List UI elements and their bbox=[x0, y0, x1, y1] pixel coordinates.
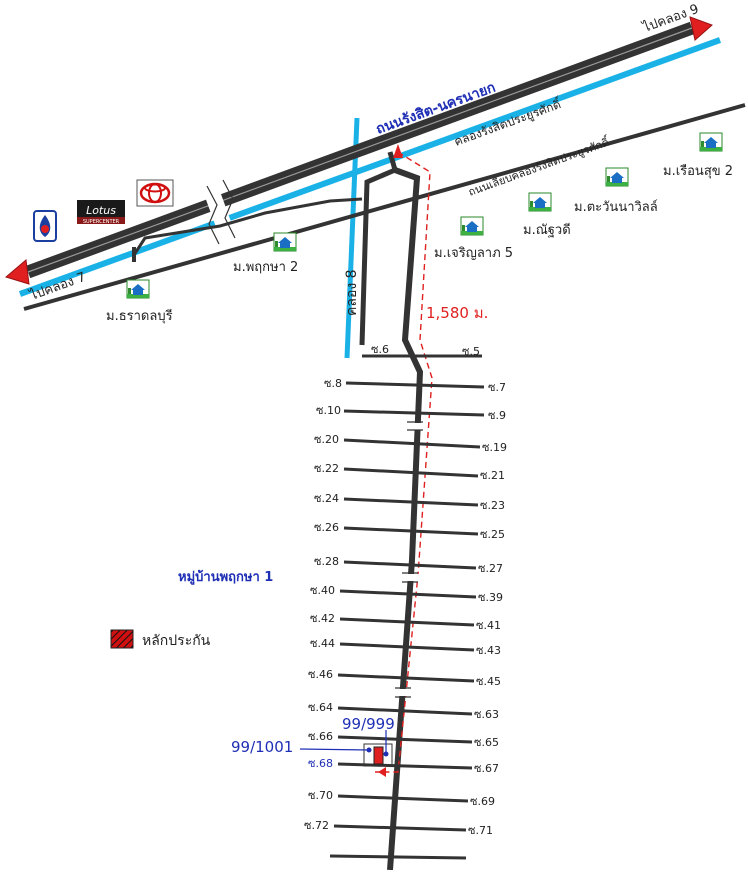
soi-label: ซ.69 bbox=[470, 795, 495, 808]
house-icon bbox=[699, 132, 723, 152]
soi-label: ซ.23 bbox=[480, 499, 505, 512]
soi-label: ซ.10 bbox=[316, 404, 341, 417]
ptt-logo-icon bbox=[33, 210, 57, 242]
soi-label: ซ.67 bbox=[474, 762, 499, 775]
soi-label: ซ.6 bbox=[371, 343, 389, 356]
house-icon bbox=[605, 167, 629, 187]
soi-label: ซ.65 bbox=[474, 736, 499, 749]
village-nanthi: ม.ณัฐวดี bbox=[523, 222, 571, 238]
soi-label: ซ.21 bbox=[480, 469, 505, 482]
point-left-icon bbox=[366, 747, 372, 753]
soi-label: ซ.64 bbox=[308, 701, 333, 714]
legend: หลักประกัน bbox=[110, 629, 211, 649]
address-left: 99/1001 bbox=[231, 738, 293, 756]
soi-label: ซ.46 bbox=[308, 668, 333, 681]
legend-swatch-icon bbox=[110, 629, 134, 649]
point-right-icon bbox=[383, 751, 389, 757]
main-road bbox=[359, 151, 398, 346]
village-thara: ม.ธราดลบุรี bbox=[106, 308, 173, 324]
soi-label: ซ.43 bbox=[476, 644, 501, 657]
soi-label: ซ.26 bbox=[314, 521, 339, 534]
soi-label: ซ.8 bbox=[324, 377, 342, 390]
soi-label: ซ.70 bbox=[308, 789, 333, 802]
legend-label: หลักประกัน bbox=[142, 633, 211, 649]
route-arrow-icon bbox=[393, 144, 403, 158]
pruksa2-road bbox=[132, 197, 363, 256]
road-break-icon bbox=[201, 179, 237, 245]
house-icon bbox=[460, 216, 484, 236]
village-ruen-suk: ม.เรือนสุข 2 bbox=[663, 163, 733, 179]
canal-line bbox=[18, 37, 722, 297]
soi-label: ซ.22 bbox=[314, 462, 339, 475]
route-line bbox=[375, 151, 433, 773]
soi-label: ซ.42 bbox=[310, 612, 335, 625]
toyota-logo-icon bbox=[136, 179, 174, 207]
address-right: 99/999 bbox=[342, 715, 395, 733]
soi-label: ซ.45 bbox=[476, 675, 501, 688]
soi-label: ซ.20 bbox=[314, 433, 339, 446]
lotus-logo-text: Lotus bbox=[86, 204, 116, 217]
soi-label: ซ.7 bbox=[488, 381, 506, 394]
soi-label: ซ.25 bbox=[480, 528, 505, 541]
soi-label: ซ.19 bbox=[482, 441, 507, 454]
soi-label: ซ.5 bbox=[462, 345, 480, 358]
soi-lines bbox=[329, 354, 485, 860]
soi-label: ซ.71 bbox=[468, 824, 493, 837]
soi-label: ซ.27 bbox=[478, 562, 503, 575]
label-khlong8: คลอง 8 bbox=[344, 269, 360, 316]
route-end-arrow-icon bbox=[378, 767, 386, 777]
label-distance: 1,580 ม. bbox=[426, 304, 488, 322]
label-side-road: ถนนเลียบคลองรังสิตประยูรศักดิ์ bbox=[466, 133, 612, 199]
soi-label: ซ.40 bbox=[310, 584, 335, 597]
house-icon bbox=[528, 192, 552, 212]
house-icon bbox=[273, 232, 297, 252]
soi-label: ซ.44 bbox=[310, 637, 335, 650]
village-tawan: ม.ตะวันนาวิลล์ bbox=[574, 199, 658, 215]
pointer-left bbox=[299, 748, 369, 751]
soi-label: ซ.41 bbox=[476, 619, 501, 632]
highway-center-line bbox=[27, 27, 693, 273]
village-main: หมู่บ้านพฤกษา 1 bbox=[178, 569, 273, 585]
soi-label: ซ.28 bbox=[314, 555, 339, 568]
side-road bbox=[23, 103, 746, 311]
road-break-marks bbox=[394, 421, 424, 698]
lotus-logo-subtext: SUPERCENTER bbox=[83, 219, 120, 225]
soi-label: ซ.68 bbox=[308, 757, 333, 770]
lotus-logo-icon: Lotus SUPERCENTER bbox=[77, 200, 125, 225]
soi-label: ซ.66 bbox=[308, 730, 333, 743]
house-icon bbox=[126, 279, 150, 299]
soi-label: ซ.39 bbox=[478, 591, 503, 604]
village-charoen: ม.เจริญลาภ 5 bbox=[434, 246, 513, 261]
soi-label: ซ.63 bbox=[474, 708, 499, 721]
arrow-left-icon bbox=[4, 259, 30, 285]
collateral-frame bbox=[363, 743, 393, 767]
village-pruksa2: ม.พฤกษา 2 bbox=[233, 260, 298, 275]
collateral-marker bbox=[373, 746, 384, 765]
soi-label: ซ.72 bbox=[304, 819, 329, 832]
soi-label: ซ.24 bbox=[314, 492, 339, 505]
soi-label: ซ.9 bbox=[488, 409, 506, 422]
arrow-right-icon bbox=[689, 16, 713, 41]
